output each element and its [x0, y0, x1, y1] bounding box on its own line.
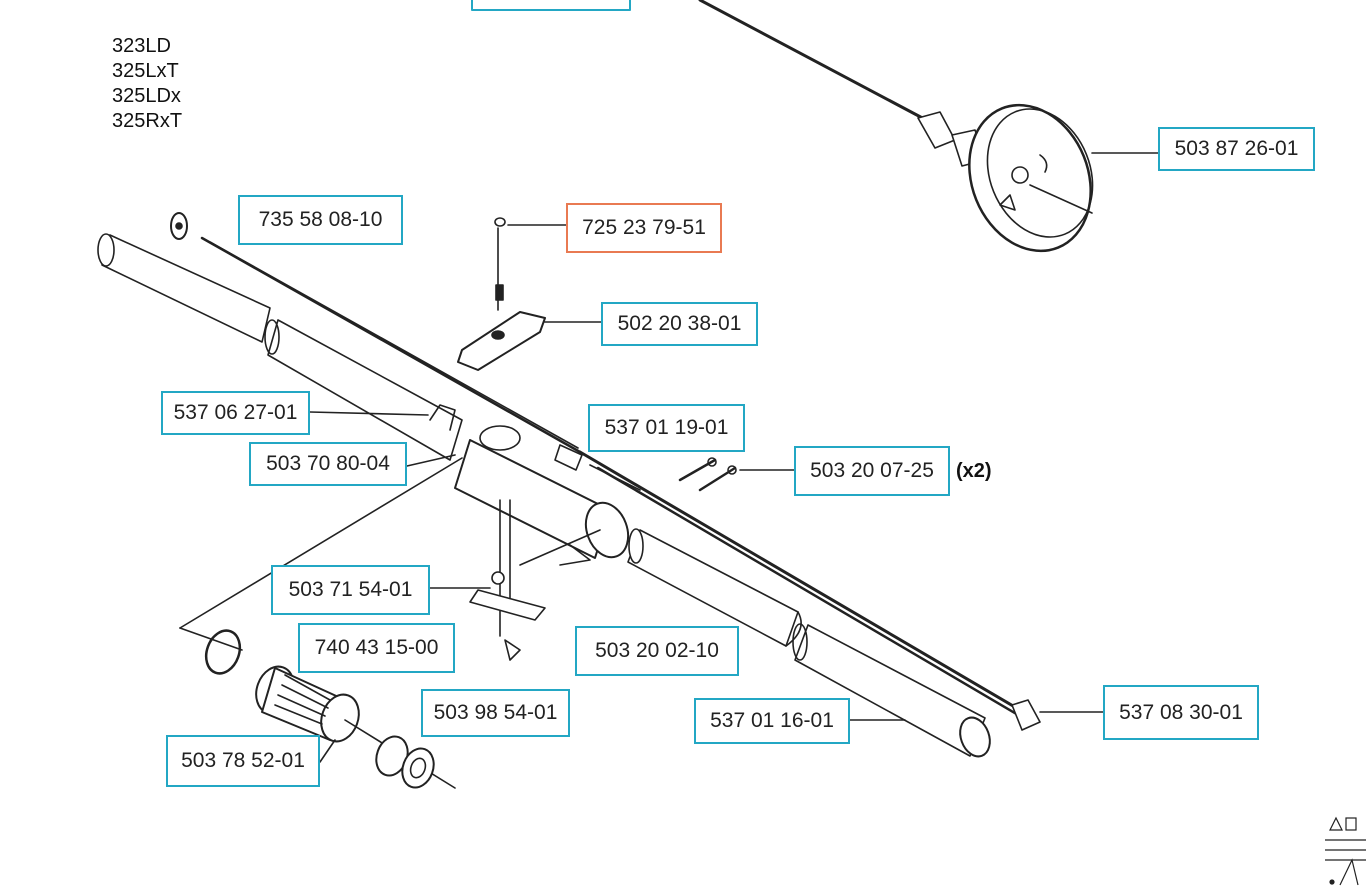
clutch-drum: [917, 103, 1094, 253]
part-label-503715401[interactable]: 503 71 54-01: [271, 565, 430, 615]
part-label-537011901[interactable]: 537 01 19-01: [588, 404, 745, 452]
clamp-plate: [469, 589, 546, 621]
snap-ring: [204, 629, 242, 675]
partial-label-top: [471, 0, 631, 11]
needle-bearing: [255, 665, 360, 743]
part-label-503200725[interactable]: 503 20 07-25: [794, 446, 950, 496]
part-label-725237951[interactable]: 725 23 79-51: [566, 203, 722, 253]
shaft-coupling: [554, 444, 583, 471]
part-label-503985401[interactable]: 503 98 54-01: [421, 689, 570, 737]
main-shaft-upper: [578, 450, 1022, 712]
part-label-537062701[interactable]: 537 06 27-01: [161, 391, 310, 435]
tube-section-4: [794, 624, 986, 757]
clutch-shaft: [698, 0, 932, 124]
model-name: 325RxT: [112, 110, 183, 132]
part-label-537083001[interactable]: 537 08 30-01: [1103, 685, 1259, 740]
clamp-knob: [457, 311, 546, 371]
part-label-740431500[interactable]: 740 43 15-00: [298, 623, 455, 673]
part-label-503872601[interactable]: 503 87 26-01: [1158, 127, 1315, 171]
handle-clamp: [454, 425, 630, 637]
part-label-502203801[interactable]: 502 20 38-01: [601, 302, 758, 346]
part-label-537011601[interactable]: 537 01 16-01: [694, 698, 850, 744]
tube-section-1: [101, 234, 271, 343]
tube-section-2: [267, 319, 463, 461]
shaft-end-fitting: [1011, 699, 1041, 731]
screw-1: [678, 458, 717, 482]
corner-symbol: [1325, 816, 1366, 886]
part-label-503200210[interactable]: 503 20 02-10: [575, 626, 739, 676]
model-name: 325LxT: [112, 60, 179, 82]
model-name: 325LDx: [112, 85, 181, 107]
model-name: 323LD: [112, 35, 171, 57]
screw-2: [698, 466, 737, 492]
model-list: 323LD 325LxT 325LDx 325RxT: [112, 34, 182, 134]
bearing-sleeve: [375, 735, 435, 789]
part-label-735580810[interactable]: 735 58 08-10: [238, 195, 403, 245]
part-label-503785201[interactable]: 503 78 52-01: [166, 735, 320, 787]
part-label-503708004[interactable]: 503 70 80-04: [249, 442, 407, 486]
quantity-note: (x2): [956, 460, 992, 482]
